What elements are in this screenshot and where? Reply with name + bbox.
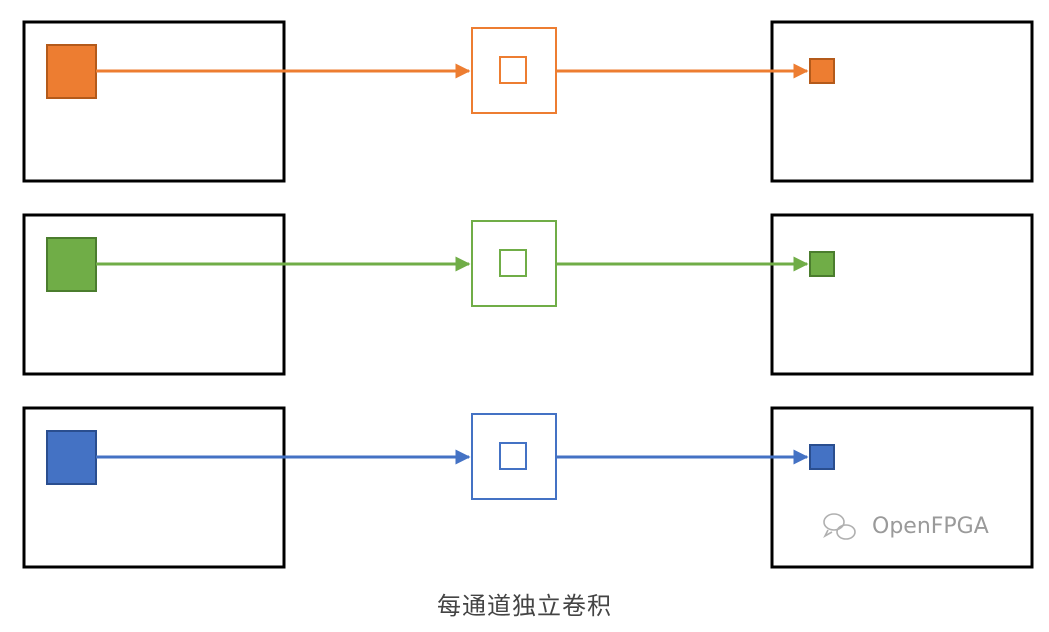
output-frame-blue [770,406,1034,569]
diagram-caption: 每通道独立卷积 [437,592,612,620]
output-pixel-orange [809,58,835,84]
input-frame-orange [22,20,286,183]
watermark-text: OpenFPGA [872,514,989,539]
input-patch-green [46,237,97,292]
output-frame-orange [770,20,1034,183]
output-frame-green [770,213,1034,376]
input-frame-blue [22,406,286,569]
kernel-inner-orange [499,56,527,84]
channel-row-green [22,213,1034,376]
channel-row-orange [22,20,1034,183]
channel-rows [22,20,1034,569]
kernel-outer-blue [471,413,557,500]
kernel-inner-green [499,249,527,277]
channel-row-blue [22,406,1034,569]
output-pixel-blue [809,444,835,470]
watermark: OpenFPGA [823,513,989,540]
input-frame-green [22,213,286,376]
output-pixel-green [809,251,835,277]
input-patch-orange [46,44,97,99]
input-patch-blue [46,430,97,485]
kernel-inner-blue [499,442,527,470]
wechat-icon [823,513,856,540]
